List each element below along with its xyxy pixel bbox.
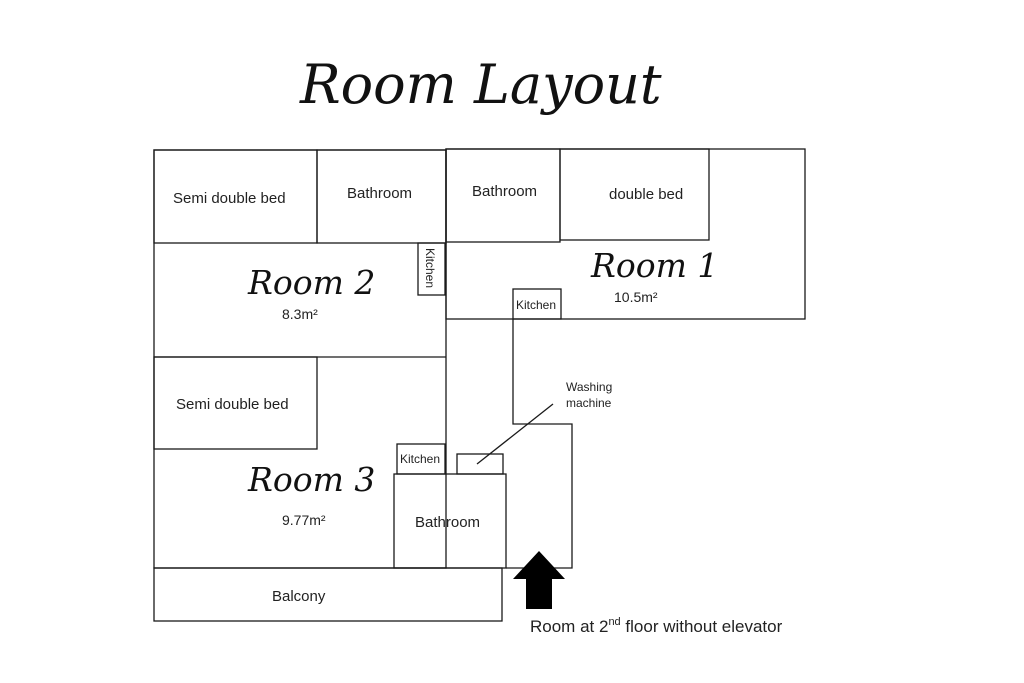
entrance-note: Room at 2nd floor without elevator: [530, 616, 783, 636]
plan-title: Room Layout: [299, 53, 662, 116]
entrance-arrow-icon: [513, 551, 565, 609]
balcony-label: Balcony: [272, 588, 326, 605]
balcony: [153, 567, 503, 622]
room1-area: 10.5m²: [614, 289, 658, 305]
washing-machine-pointer: [476, 403, 554, 465]
room1-bathroom-label: Bathroom: [472, 183, 537, 200]
room3-kitchen-label: Kitchen: [400, 452, 440, 466]
washing-machine-label-1: Washing: [566, 380, 612, 394]
room3-area: 9.77m²: [282, 512, 326, 528]
room1-name: Room 1: [590, 246, 718, 285]
entrance-note-sup: nd: [608, 616, 620, 628]
left-block-outline: [153, 149, 447, 569]
washing-machine-label-2: machine: [566, 396, 612, 410]
entrance-note-main: Room at 2: [530, 617, 608, 636]
room2-bathroom-label: Bathroom: [347, 185, 412, 202]
room3-bathroom-label: Bathroom: [415, 514, 480, 531]
room3-name: Room 3: [247, 460, 375, 499]
room1-kitchen: [512, 288, 562, 320]
entrance-note-rest: floor without elevator: [621, 617, 783, 636]
room2-bed-label: Semi double bed: [173, 190, 286, 207]
room2-area: 8.3m²: [282, 306, 318, 322]
corridor: [506, 319, 573, 569]
washing-machine-box: [456, 453, 504, 475]
room3-bed: [153, 356, 318, 450]
room3-bed-label: Semi double bed: [176, 396, 289, 413]
room1-kitchen-label: Kitchen: [516, 298, 556, 312]
room1-bed-label: double bed: [609, 186, 683, 203]
room2-kitchen-label: Kitchen: [423, 248, 437, 288]
room2-name: Room 2: [247, 263, 375, 302]
room1-bed: [559, 148, 710, 241]
room2-kitchen: [417, 242, 446, 296]
